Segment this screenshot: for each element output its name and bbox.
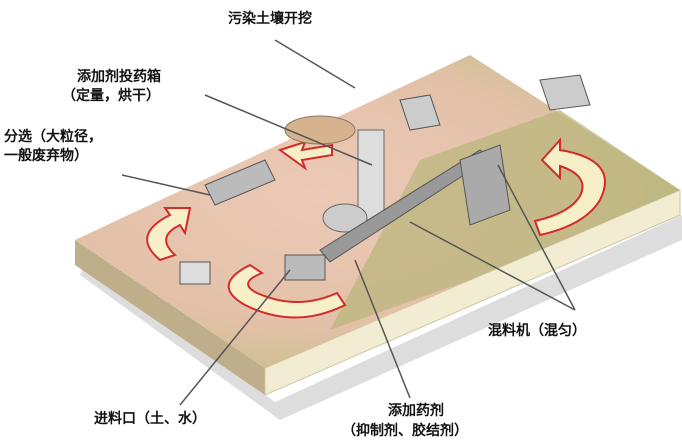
flow-arrow-top (277, 140, 333, 171)
leader-additive-box (204, 94, 373, 166)
flow-arrow-right (533, 137, 606, 237)
leader-lines (121, 39, 576, 406)
flow-arrow-bottom (227, 263, 347, 319)
label-additive-box-line1: 添加剂投药箱 (77, 69, 161, 85)
flow-arrow-left (146, 207, 192, 262)
excavator (399, 94, 441, 131)
leader-sorting (121, 174, 211, 196)
leader-feed-inlet (179, 269, 291, 406)
loader (179, 261, 211, 285)
leader-mixer-2 (409, 221, 576, 311)
label-reagent-line2: （抑制剂、胶结剂） (342, 423, 468, 439)
label-reagent-line1: 添加药剂 (388, 403, 444, 419)
sorting-screen (204, 159, 276, 206)
leader-reagent (354, 259, 411, 399)
label-additive-box-line2: （定量，烘干） (62, 88, 160, 104)
slab-left-side (75, 240, 265, 395)
feed-hopper (284, 254, 326, 281)
label-mixer: 混料机（混匀） (488, 323, 586, 339)
leader-mixer-1 (497, 164, 576, 311)
equipment (179, 74, 591, 285)
leader-excavation (274, 39, 356, 89)
label-sorting-line2: 一般废弃物） (4, 148, 88, 164)
mixer-drum (322, 203, 368, 233)
silo-tower (357, 129, 385, 221)
mixer-plant (459, 144, 511, 226)
label-feed-inlet: 进料口（土、水） (94, 411, 206, 427)
soil-pile (284, 115, 356, 145)
slab-right-side (264, 189, 681, 396)
flow-arrows (146, 137, 606, 319)
label-excavation: 污染土壤开挖 (228, 11, 312, 27)
label-sorting-line1: 分选（大粒径， (4, 129, 102, 145)
dump-truck (539, 74, 591, 111)
